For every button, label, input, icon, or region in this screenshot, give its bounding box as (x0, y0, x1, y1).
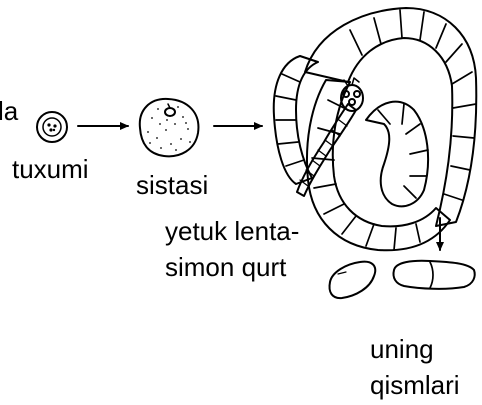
cyst-drawing (140, 99, 199, 156)
worm-label-line1: yetuk lenta- (165, 216, 299, 246)
tapeworm-drawing (274, 8, 477, 250)
cyst-label: sistasi (136, 170, 208, 200)
egg-drawing (37, 112, 67, 142)
segments-label-line1: uning (370, 334, 434, 364)
egg-label: tuxumi (12, 154, 89, 184)
fragment-label: la (0, 96, 18, 126)
worm-label-line2: simon qurt (165, 252, 286, 282)
segments-label-line2: qismlari (370, 370, 460, 400)
segments-drawing (330, 261, 475, 298)
